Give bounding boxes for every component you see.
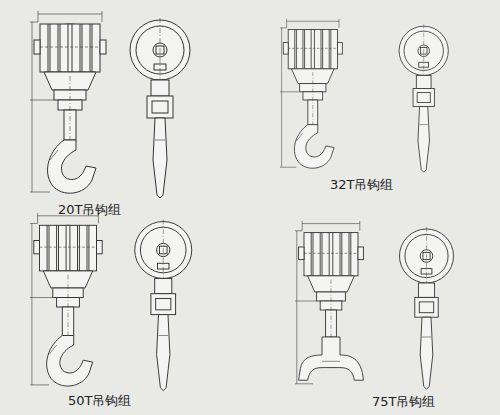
caption-label: 50T吊钩组 [68, 394, 131, 408]
caption-label: 75T吊钩组 [372, 395, 435, 409]
caption-label: 20T吊钩组 [58, 203, 121, 217]
caption-label: 32T吊钩组 [330, 178, 393, 192]
